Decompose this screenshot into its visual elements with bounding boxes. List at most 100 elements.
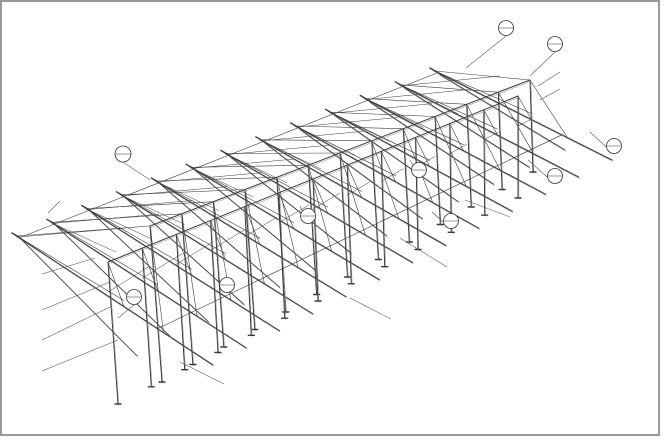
bay-5-diag-brace-1 [157, 172, 262, 183]
leader-line-1 [47, 200, 61, 214]
bay-8-lower-chord-edge [265, 143, 388, 238]
bay-6-column-tie [278, 204, 309, 224]
bay-11-tie-rod-a [364, 98, 468, 105]
bay-4-main-rafter-edge [120, 194, 314, 316]
bay-5-brace-a [244, 206, 261, 245]
leader-line-11 [179, 361, 225, 385]
bay-12-lower-chord-edge [404, 88, 531, 169]
bay-12-tie-rod-a [399, 84, 499, 93]
leader-line-7 [539, 88, 561, 101]
callout-bubble-top-right-1 [498, 20, 514, 36]
bay-13-column-tie [517, 119, 531, 127]
bay-5-tie-rod-b [156, 180, 261, 239]
bay-7-front-column-edge [313, 180, 320, 303]
bay-4-brace-a [210, 220, 227, 261]
bay-6-front-column [278, 192, 286, 319]
leader-line-2 [41, 257, 96, 275]
bay-11-rear-column [466, 103, 472, 208]
bay-2-lower-chord-edge [56, 226, 174, 341]
bay-1-front-column-edge [108, 263, 120, 406]
bay-13-brace-a [517, 95, 532, 120]
bay-9-brace-a [380, 151, 396, 183]
bay-10-tie-rod-b [330, 112, 430, 161]
leader-line-12 [465, 35, 507, 69]
bay-7-brace-a [312, 178, 329, 214]
bay-2-front-column-edge [142, 249, 153, 389]
bay-11-brace-b [466, 104, 501, 171]
bay-8-tie-rod-a [260, 139, 373, 142]
bay-10-rear-column [434, 116, 441, 225]
bay-7-lower-chord-edge [230, 157, 353, 255]
purlin-line [157, 134, 563, 329]
leader-line-10 [349, 297, 392, 320]
bay-8-rear-column [371, 140, 379, 260]
callout-bubble-mid-1 [411, 162, 427, 178]
bay-6-rear-column-edge [308, 166, 318, 297]
bay-13-lower-chord-edge [439, 75, 567, 152]
bay-13-main-rafter [432, 69, 613, 161]
bay-10-front-column [415, 137, 419, 250]
bay-4-column-tie [210, 229, 246, 251]
callout-bubble-left [114, 145, 132, 163]
bay-9-front-column [380, 150, 386, 268]
bay-13-tie-rod-a [434, 70, 531, 81]
bay-6-lower-chord [194, 169, 316, 271]
callout-bubble-low-2 [126, 289, 142, 305]
callout-bubble-top-right-2 [547, 36, 563, 52]
bay-10-lower-chord [334, 114, 459, 202]
bay-8-main-rafter-edge [259, 139, 447, 248]
bay-10-brace-b [434, 116, 467, 187]
bay-3-front-column [175, 233, 186, 371]
bay-10-tie-rod-a [330, 112, 436, 117]
bay-1-lower-chord-edge [21, 240, 139, 358]
bay-1-column-tie [107, 265, 151, 293]
bay-5-column-tie [244, 217, 277, 237]
bay-12-tie-rod-b [399, 84, 498, 130]
bay-2-tie-rod-b [51, 222, 159, 286]
bay-8-lower-chord [264, 142, 388, 237]
leader-line-8 [464, 199, 511, 218]
bay-11-tie-rod-b [364, 98, 464, 145]
bay-1-tie-rod-b [16, 235, 125, 301]
bay-5-main-rafter-edge [154, 181, 348, 299]
bay-1-main-rafter [14, 234, 214, 366]
bay-2-rear-column-edge [182, 214, 195, 367]
bay-6-rear-column [307, 164, 318, 295]
bay-4-main-rafter [118, 193, 314, 315]
bay-10-main-rafter [327, 110, 513, 212]
bay-12-front-column-edge [484, 110, 486, 217]
bay-8-front-column [346, 164, 352, 285]
bay-11-lower-chord [368, 101, 495, 185]
bay-5-front-column [244, 206, 252, 336]
leader-line-4 [41, 305, 113, 341]
bay-9-lower-chord-edge [300, 130, 424, 221]
bay-5-main-rafter [153, 179, 347, 298]
bay-11-lower-chord-edge [369, 102, 495, 186]
bay-9-main-rafter [293, 124, 480, 229]
bay-1-lower-chord [20, 238, 138, 357]
bay-7-front-column [312, 178, 319, 302]
bay-13-rear-column-edge [530, 81, 535, 174]
bay-4-diag-brace-2 [157, 181, 219, 211]
bay-9-lower-chord [299, 128, 423, 220]
leader-line-14 [122, 161, 151, 181]
bay-3-brace-a [176, 234, 193, 276]
bay-13-lower-chord [438, 73, 566, 151]
bay-7-tie-rod-b [225, 153, 329, 208]
bay-8-column-tie [346, 180, 372, 196]
bay-2-rear-column [181, 213, 194, 365]
bay-7-column-tie [312, 192, 341, 210]
leader-line-5 [41, 339, 119, 372]
ridge-tie [18, 72, 438, 239]
bay-7-rear-column [339, 152, 348, 278]
bay-3-column-tie [176, 241, 214, 265]
bay-3-tie-rod-b [86, 208, 193, 270]
bay-13-brace-b [529, 79, 568, 138]
bay-6-main-rafter [188, 165, 380, 281]
bay-11-diag-brace-1 [366, 89, 467, 100]
bay-13-main-rafter-edge [433, 71, 614, 162]
bay-12-rear-column-edge [498, 93, 504, 192]
callout-bubble-mid-2 [443, 213, 459, 229]
bay-13-tie-rod-b [434, 70, 532, 114]
